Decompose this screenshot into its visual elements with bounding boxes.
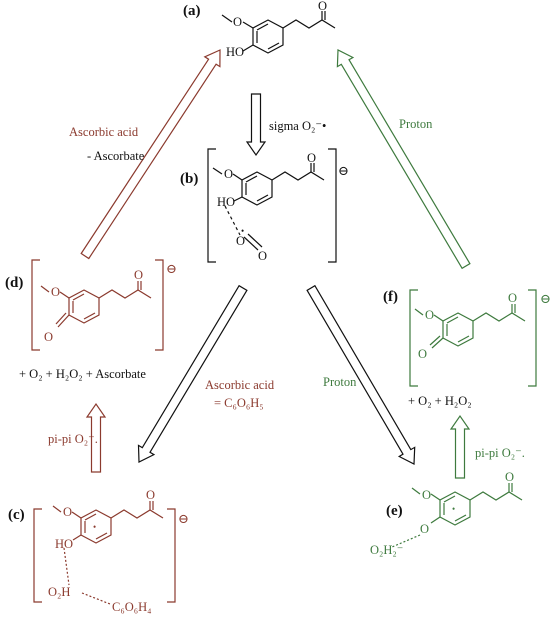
label-pipi-left: pi-pi O₂⁻. [48,432,98,446]
panel-c: (c) O HO • O O₂H C₆O₆H₄ ⊖ [8,488,189,614]
panel-c-o2h: O₂H [48,585,70,599]
arrow-d-to-a [80,49,221,260]
label-ascorbic-left: Ascorbic acid [69,125,139,139]
panel-c-c6o6h4: C₆O₆H₄ [112,600,151,614]
label-proton-right: Proton [399,117,433,131]
panel-b-bracket-right [328,148,337,263]
panel-a-ho: HO [226,45,244,59]
label-proton-mid: Proton [323,375,357,389]
label-sigma: sigma O₂⁻• [269,119,326,133]
label-ascorbic-mid: Ascorbic acid [205,378,275,392]
label-ascorbate: - Ascorbate [87,149,145,163]
panel-a-methoxy-o: O [233,15,242,29]
panel-f-bracket-left [409,289,418,387]
arrow-e-to-f [449,414,471,479]
panel-f-label: (f) [383,289,398,305]
panel-a-ketone-o: O [318,0,327,13]
label-c6o6h5: = C₆O₆H₅ [214,396,264,410]
panel-a-label: (a) [183,3,201,19]
panel-e-phen-o: O [420,522,429,536]
panel-f-keto-o: O [418,347,427,361]
panel-b: (b) O HO O O • O ⊖ [180,148,349,263]
panel-b-o2-bottom: O [258,249,267,263]
panel-d-ketone-o: O [134,268,143,282]
panel-b-bracket-left [207,148,216,263]
panel-f-ketone-o: O [508,291,517,305]
panel-d: (d) O O O ⊖ + O₂ + H₂O₂ + Ascorbate [5,259,177,381]
panel-f: (f) O O O ⊖ + O₂ + H₂O₂ [383,289,550,408]
panel-b-label: (b) [180,171,198,187]
arrow-c-to-d [85,402,107,473]
arrow-b-to-c [137,284,248,463]
panel-c-bracket-right [167,508,176,603]
panel-c-charge: ⊖ [178,511,189,526]
panel-f-bracket-right [528,289,537,387]
panel-c-methoxy-o: O [63,505,72,519]
panel-b-o2-top: O [236,234,245,248]
panel-c-ring-dot: • [93,522,96,532]
panel-b-radical-dot: • [241,226,244,236]
reaction-arrows [80,49,471,479]
panel-e-ring-dot: • [452,504,455,514]
panel-c-bracket-left [33,508,42,603]
arrow-a-to-b [245,93,267,157]
panel-f-products: + O₂ + H₂O₂ [408,394,472,408]
panel-f-methoxy-o: O [425,308,434,322]
panel-c-ketone-o: O [146,488,155,502]
arrow-labels: sigma O₂⁻• Ascorbic acid - Ascorbate Asc… [48,117,525,460]
panel-d-bracket-left [31,259,40,351]
panel-d-methoxy-o: O [51,285,60,299]
panel-e: (e) O O • O O₂H₂⁻ [370,470,523,557]
panel-e-methoxy-o: O [422,488,431,502]
panel-b-charge: ⊖ [338,163,349,178]
label-pipi-right: pi-pi O₂⁻. [475,446,525,460]
panel-e-label: (e) [386,503,403,519]
arrow-b-to-e [306,284,416,465]
arrow-f-to-a [336,49,471,270]
panel-b-ho: HO [217,195,235,209]
panel-d-products: + O₂ + H₂O₂ + Ascorbate [19,367,146,381]
panel-d-label: (d) [5,275,23,291]
panel-e-o2h2: O₂H₂⁻ [370,543,403,557]
panel-d-bracket-right [155,259,164,351]
panel-c-ho: HO [55,537,73,551]
panel-d-keto-o: O [44,330,53,344]
panel-a: (a) O HO O [183,0,336,59]
panel-b-ketone-o: O [307,151,316,165]
panel-b-methoxy-o: O [224,167,233,181]
panel-c-label: (c) [8,507,25,523]
panel-e-ketone-o: O [505,470,514,484]
panel-d-charge: ⊖ [166,261,177,276]
panel-f-charge: ⊖ [540,291,550,306]
